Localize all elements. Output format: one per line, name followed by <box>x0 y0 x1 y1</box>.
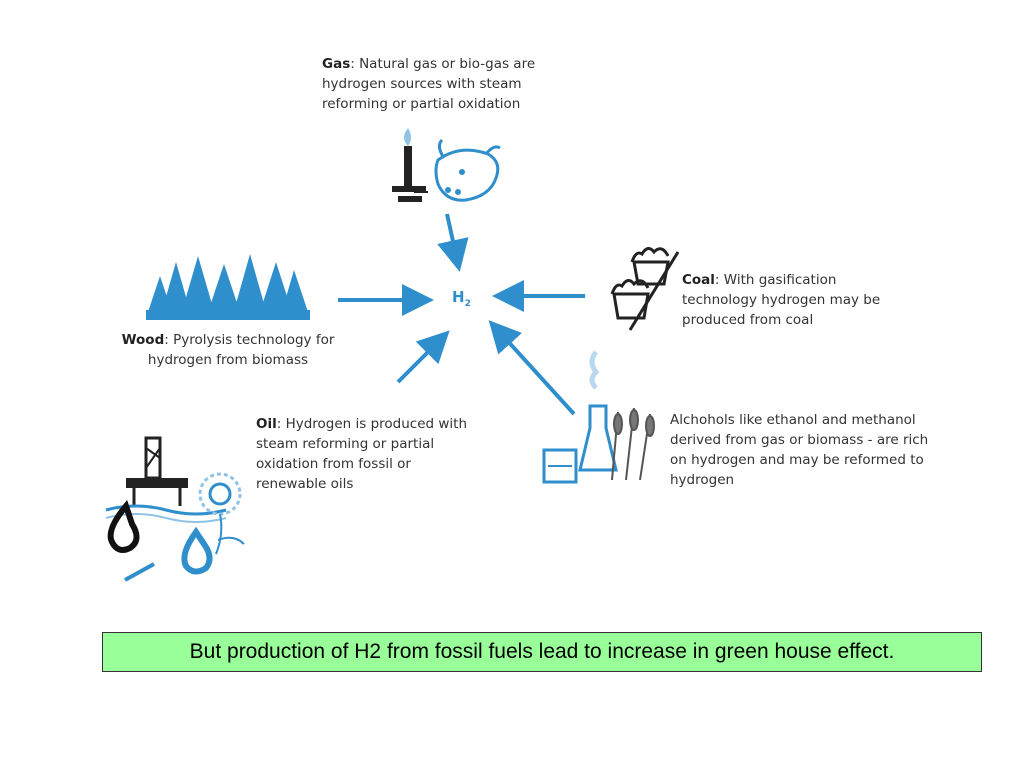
sunflower-icon <box>198 472 245 555</box>
flask-icon <box>542 350 618 484</box>
coal-cart-icon <box>610 247 680 331</box>
h2-center-label: H2 <box>452 288 471 309</box>
bio-oil-drop-icon <box>181 526 213 575</box>
cow-icon <box>434 138 501 202</box>
oil-label: Oil: Hydrogen is produced with steam ref… <box>256 416 468 492</box>
arrow-alcohols <box>488 320 576 416</box>
fossil-fuel-note: But production of H2 from fossil fuels l… <box>102 632 982 672</box>
wheat-icon <box>611 407 655 481</box>
gas-label: Gas: Natural gas or bio-gas are hydrogen… <box>322 56 536 112</box>
bunsen-burner-icon <box>392 128 428 202</box>
wood-label: Wood: Pyrolysis technology for hydrogen … <box>121 332 335 368</box>
oil-drop-icon <box>107 499 140 553</box>
alcohols-label: Alchohols like ethanol and methanol deri… <box>670 412 929 488</box>
arrow-gas <box>437 213 469 272</box>
arrow-stub <box>124 562 155 582</box>
coal-label: Coal: With gasification technology hydro… <box>682 272 881 328</box>
forest-icon <box>146 254 310 320</box>
arrow-oil <box>396 330 450 384</box>
